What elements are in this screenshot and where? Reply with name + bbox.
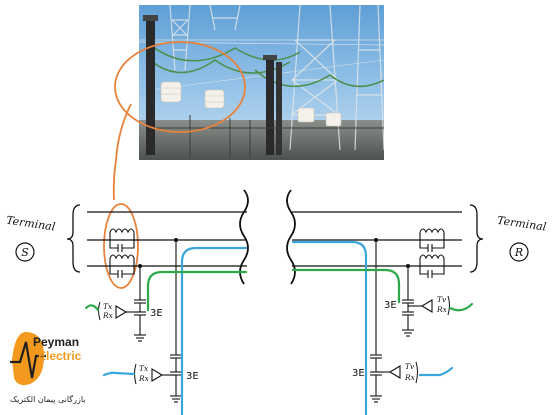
line-trap-right-top	[419, 228, 445, 252]
transmission-lines	[87, 211, 462, 267]
rx-label-right-far: Rx	[404, 373, 416, 382]
rx-label-left-far: Rx	[138, 374, 150, 383]
coupling-label-right-near: 3E	[384, 300, 397, 311]
line-break-marks	[239, 189, 296, 285]
terminal-s-letter: S	[21, 246, 29, 259]
terminal-r-circle	[509, 242, 529, 262]
line-trap-left-bottom	[109, 254, 135, 278]
logo-line2: Electric	[38, 349, 82, 363]
coupling-label-right-far: 3E	[352, 368, 365, 379]
line-trap-right-bottom	[419, 254, 445, 278]
terminal-s-circle	[15, 242, 35, 262]
peyman-electric-logo: Peyman Electric بازرگانی پیمان الکتریک	[10, 331, 86, 404]
terminal-r-word: Terminal	[496, 214, 547, 234]
terminal-braces	[66, 204, 484, 273]
coupling-chain-right-far	[370, 240, 401, 403]
line-trap-left-top	[109, 228, 135, 252]
highlight-callout	[103, 41, 246, 289]
logo-line1: Peyman	[33, 335, 79, 349]
tx-label-left-far: Tx	[139, 364, 149, 373]
logo-tagline: بازرگانی پیمان الکتریک	[10, 394, 86, 404]
coupling-label-left-far: 3E	[186, 371, 199, 382]
tx-label-left-near: Tx	[103, 302, 113, 311]
junction-dots	[138, 238, 410, 268]
signal-path-blue	[102, 240, 454, 415]
rx-label-right-near: Rx	[436, 305, 448, 314]
signal-path-green	[84, 268, 474, 312]
coupling-chain-left-near	[115, 266, 146, 342]
terminal-s-word: Terminal	[5, 214, 56, 234]
coupling-chain-left-far	[151, 240, 182, 403]
rx-label-left-near: Rx	[102, 311, 114, 320]
tx-label-right-far: Tv	[405, 362, 415, 371]
coupling-label-left-near: 3E	[150, 308, 163, 319]
terminal-r-letter: R	[514, 246, 523, 259]
tx-label-right-near: Tv	[437, 295, 447, 304]
coupling-chain-right-near	[402, 266, 433, 337]
substation-photo	[139, 5, 384, 160]
